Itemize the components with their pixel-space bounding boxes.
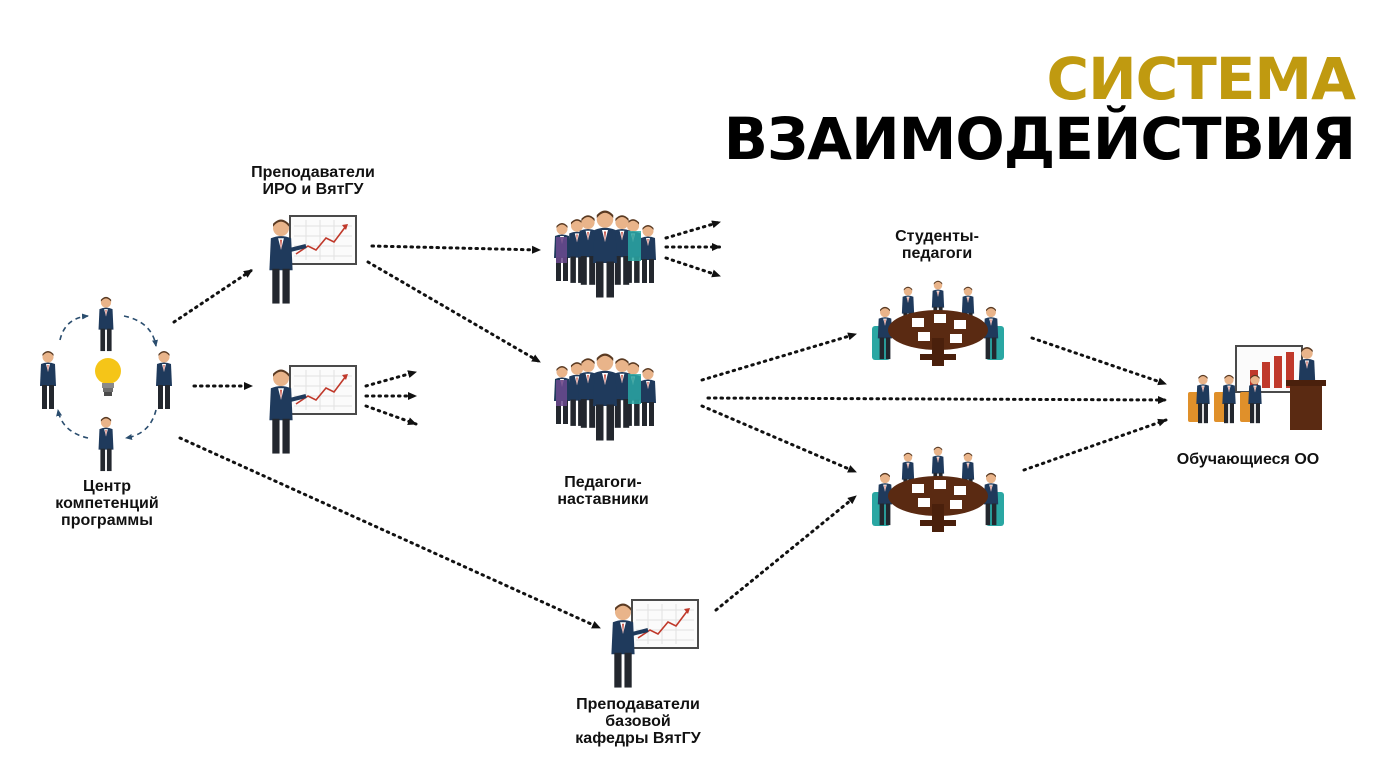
label-line: компетенций	[55, 495, 159, 512]
label-line: наставники	[557, 491, 649, 508]
label-line: Преподаватели	[576, 696, 700, 713]
label-line: Преподаватели	[251, 164, 375, 181]
label-student-teachers: Студенты- педагоги	[862, 228, 1012, 262]
center-illustration	[40, 296, 172, 472]
title-line-1: СИСТЕМА	[1046, 45, 1356, 113]
label-line: Центр	[82, 478, 132, 495]
meeting-lower-illustration	[872, 447, 1004, 532]
label-mentors: Педагоги- наставники	[528, 474, 678, 508]
label-line: Студенты-	[895, 228, 979, 245]
label-line: Педагоги-	[564, 474, 642, 491]
label-dept-teachers: Преподаватели базовой кафедры ВятГУ	[558, 696, 718, 747]
label-line: педагоги	[901, 245, 973, 262]
lightbulb-icon	[95, 358, 121, 396]
label-line: Обучающиеся ОО	[1176, 451, 1320, 468]
connectors	[172, 220, 1168, 630]
label-line: ИРО и ВятГУ	[262, 181, 364, 198]
mentors-group-illustration	[554, 354, 656, 441]
students-meeting-illustration	[872, 281, 1004, 366]
label-iro-teachers: Преподаватели ИРО и ВятГУ	[238, 164, 388, 198]
label-competence-center: Центр компетенций программы	[32, 478, 182, 529]
second-presenter-illustration	[269, 366, 356, 454]
dept-presenter-illustration	[611, 600, 698, 688]
label-line: кафедры ВятГУ	[575, 730, 701, 747]
label-learners: Обучающиеся ОО	[1168, 451, 1328, 468]
label-line: программы	[61, 512, 153, 529]
label-line: базовой	[605, 713, 671, 730]
title-line-2: ВЗАИМОДЕЙСТВИЯ	[723, 105, 1356, 173]
learners-illustration	[1188, 345, 1326, 430]
group-upper-illustration	[554, 211, 656, 298]
iro-presenter-illustration	[269, 216, 356, 304]
